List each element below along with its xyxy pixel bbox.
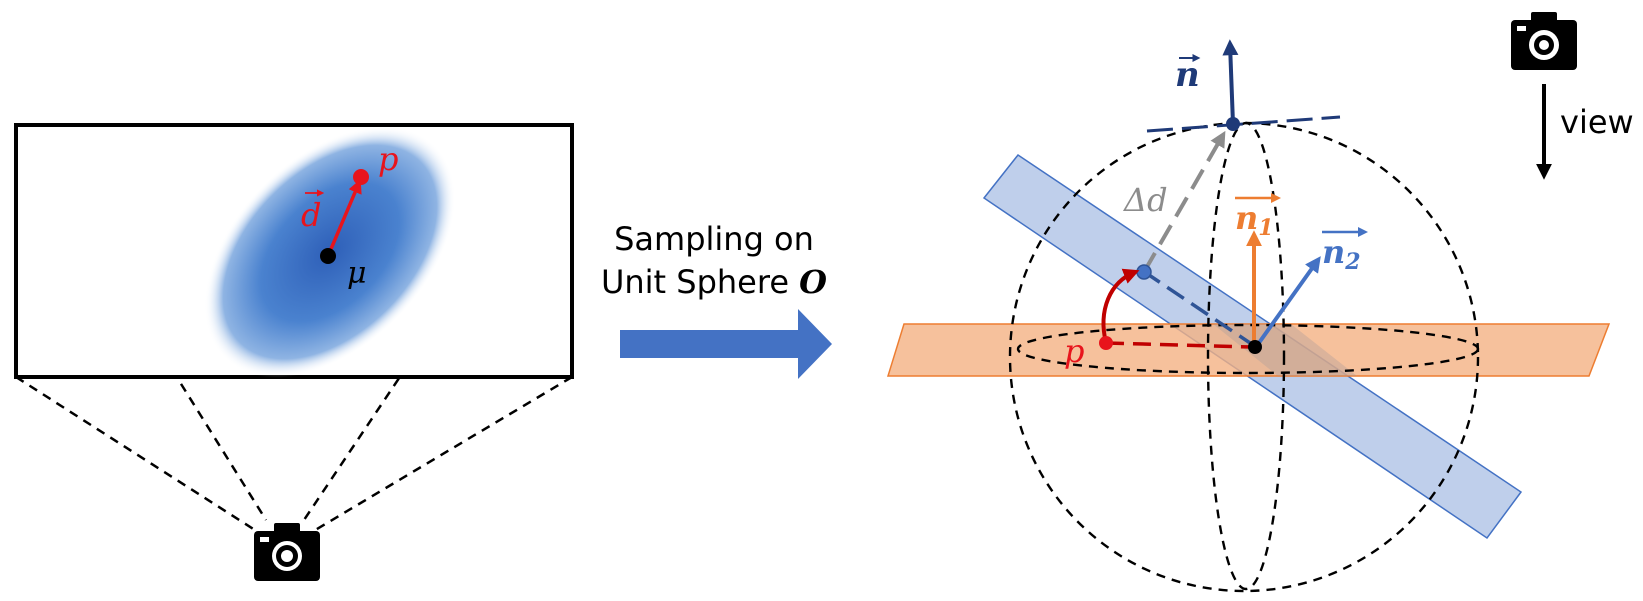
plane-overlap [1213, 324, 1357, 376]
offset-vector [326, 179, 362, 257]
normal-label: n [1175, 55, 1200, 95]
unit-sphere-panel: n Δd n1 n2 p view [886, 12, 1634, 593]
delta-d-arrow [1142, 130, 1226, 273]
sample-point [353, 169, 369, 185]
mean-point [320, 248, 336, 264]
svg-text:n2: n2 [1322, 233, 1361, 275]
top-point [1226, 117, 1240, 131]
center-point [1248, 340, 1262, 354]
view-label: view [1560, 103, 1634, 141]
projection-line-red [1105, 341, 1253, 349]
camera-icon [254, 523, 320, 581]
projected-point [1136, 264, 1152, 280]
delta-d-label: Δd [1122, 181, 1168, 219]
n1-label: n1 [1235, 193, 1281, 241]
svg-text:n1: n1 [1235, 199, 1274, 241]
mean-label: μ [347, 256, 367, 291]
sampling-text-line2: Unit Sphere O [601, 263, 827, 301]
rotation-arrow [1101, 268, 1140, 344]
normal-vector [1222, 39, 1239, 125]
projection-line-blue [1145, 271, 1257, 349]
offset-vector-label: d [301, 196, 321, 234]
n2-label: n2 [1322, 227, 1368, 275]
sampling-text-line1: Sampling on [614, 220, 814, 258]
camera-icon [1511, 12, 1577, 70]
normal-n2-vector [1254, 256, 1321, 349]
image-plane-panel: p μ d [14, 123, 574, 581]
sampling-arrow [620, 309, 832, 379]
top-tangent-line [1146, 115, 1341, 133]
unit-sphere [1008, 121, 1480, 593]
sample-point-label: p [378, 140, 398, 178]
red-point-label: p [1064, 332, 1084, 370]
sampling-arrow-group: Sampling on Unit Sphere O [601, 220, 832, 379]
red-point [1099, 336, 1113, 350]
